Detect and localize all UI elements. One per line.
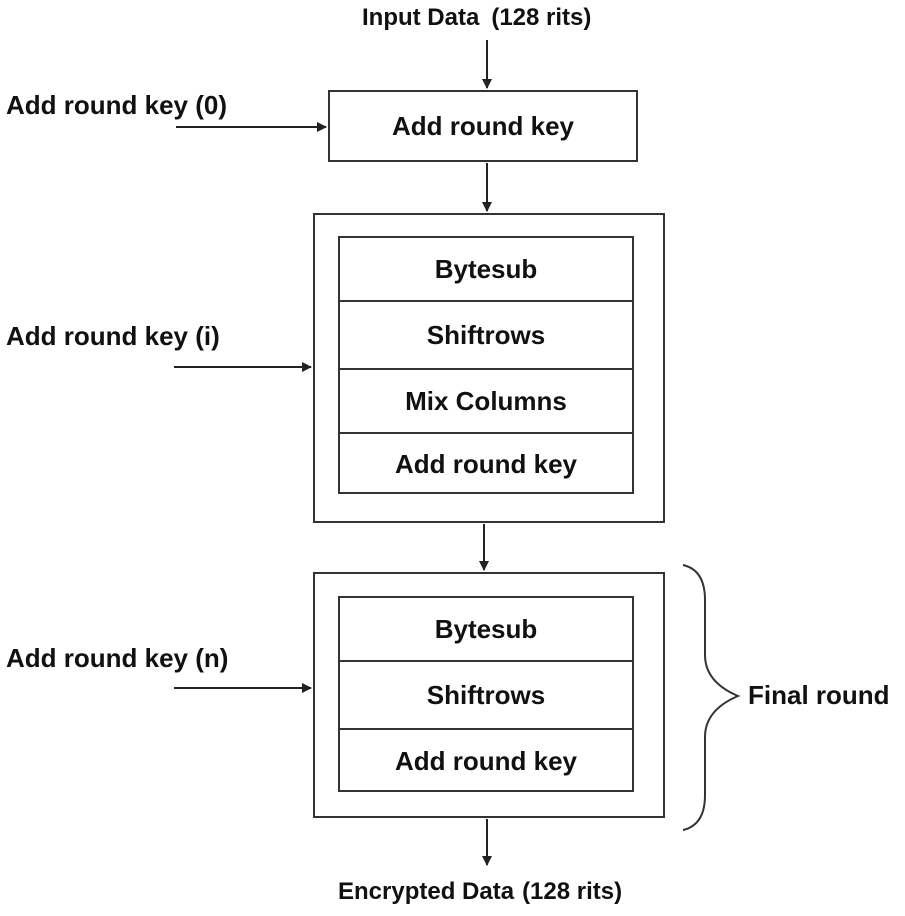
input-bits-text: (128 rits) xyxy=(491,4,592,31)
main-round-steps-box: Bytesub Shiftrows Mix Columns Add round … xyxy=(338,236,634,494)
main-divider-3 xyxy=(340,432,632,434)
main-step-mix-columns: Mix Columns xyxy=(405,385,567,416)
final-divider-1 xyxy=(340,660,632,662)
encrypted-data-label: Encrypted Data (128 rits) xyxy=(338,880,622,904)
input-data-text: Input Data xyxy=(362,4,480,31)
encrypted-data-text: Encrypted Data xyxy=(338,878,515,905)
main-step-add-round-key: Add round key xyxy=(394,448,577,479)
round-key-n-label: Add round key (n) xyxy=(6,643,229,673)
final-step-shiftrows: Shiftrows xyxy=(426,679,546,710)
initial-add-round-key-box: Add round key xyxy=(328,90,638,162)
round-key-0-label: Add round key (0) xyxy=(6,90,228,120)
final-round-brace xyxy=(682,564,741,831)
round-key-i-label: Add round key (i) xyxy=(6,321,220,351)
main-divider-2 xyxy=(340,368,632,370)
final-step-bytesub: Bytesub xyxy=(434,613,538,644)
final-round-steps-box: Bytesub Shiftrows Add round key xyxy=(338,596,634,792)
final-divider-2 xyxy=(340,728,632,730)
output-bits-text: (128 rits) xyxy=(522,878,623,905)
final-round-label: Final round xyxy=(748,680,890,710)
initial-step: Add round key xyxy=(391,110,574,141)
main-divider-1 xyxy=(340,300,632,302)
main-step-bytesub: Bytesub xyxy=(434,253,538,284)
main-step-shiftrows: Shiftrows xyxy=(426,319,546,350)
input-data-label: Input Data (128 rits) xyxy=(362,6,591,30)
final-step-add-round-key: Add round key xyxy=(394,745,577,776)
